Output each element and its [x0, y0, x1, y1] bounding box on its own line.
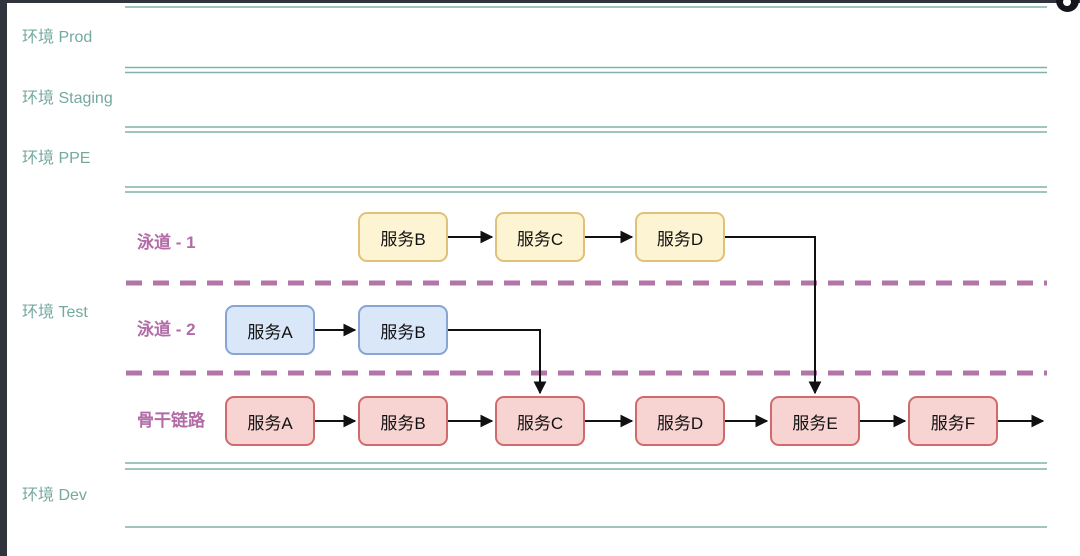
service-node[interactable]: 服务C [495, 212, 585, 262]
window-left-edge [0, 0, 7, 556]
service-node[interactable]: 服务B [358, 396, 448, 446]
env-label-dev: 环境 Dev [22, 487, 87, 504]
service-node[interactable]: 服务D [635, 212, 725, 262]
service-node[interactable]: 服务D [635, 396, 725, 446]
floating-badge-icon[interactable] [1056, 0, 1079, 12]
service-node[interactable]: 服务B [358, 212, 448, 262]
service-node[interactable]: 服务E [770, 396, 860, 446]
service-node[interactable]: 服务F [908, 396, 998, 446]
env-label-prod: 环境 Prod [22, 29, 93, 46]
window-top-edge [0, 0, 1080, 3]
env-boundary-lines [125, 6, 1047, 528]
env-label-staging: 环境 Staging [22, 90, 113, 107]
service-node[interactable]: 服务C [495, 396, 585, 446]
lane-label-backbone: 骨干链路 [137, 411, 205, 430]
env-label-test: 环境 Test [22, 304, 88, 321]
flow-arrows [315, 230, 1045, 428]
service-node[interactable]: 服务A [225, 305, 315, 355]
diagram-canvas [7, 3, 1080, 556]
service-node[interactable]: 服务B [358, 305, 448, 355]
lane-divider-lines [126, 280, 1047, 376]
service-node[interactable]: 服务A [225, 396, 315, 446]
lane-label-1: 泳道 - 1 [137, 233, 196, 252]
env-label-ppe: 环境 PPE [22, 150, 91, 167]
lane-label-2: 泳道 - 2 [137, 320, 196, 339]
